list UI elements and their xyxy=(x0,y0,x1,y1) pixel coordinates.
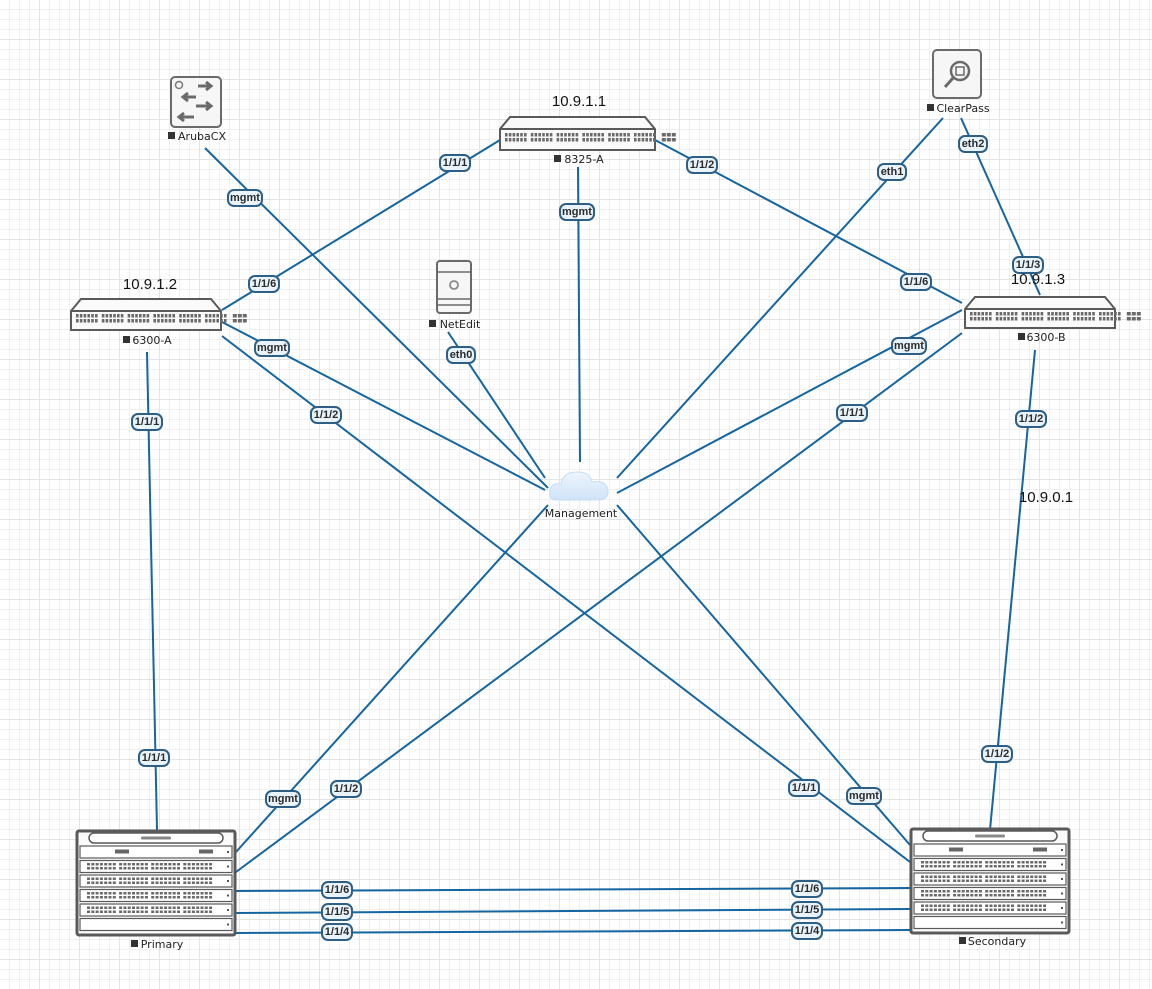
port-badge-label: 1/1/1 xyxy=(142,752,166,764)
node-marker-icon xyxy=(927,104,934,111)
port-badge[interactable]: mgmt xyxy=(559,203,595,221)
port-badge-label: 1/1/5 xyxy=(795,904,819,916)
port-badge[interactable]: mgmt xyxy=(227,189,263,207)
node-ip-label: 10.9.1.2 xyxy=(123,276,177,293)
port-badge-label: 1/1/2 xyxy=(314,409,338,421)
node-label: 6300-A xyxy=(132,334,172,347)
port-badge-label: 1/1/1 xyxy=(135,416,159,428)
node-marker-icon xyxy=(1018,333,1025,340)
node-ip-label: 10.9.1.3 xyxy=(1011,271,1065,288)
port-badge-label: 1/1/4 xyxy=(325,926,350,938)
port-badge[interactable]: 1/1/1 xyxy=(138,749,170,767)
port-badge[interactable]: eth1 xyxy=(877,163,907,181)
port-badge[interactable]: 1/1/3 xyxy=(1012,256,1044,274)
port-badge[interactable]: 1/1/5 xyxy=(791,901,823,919)
chassis-icon xyxy=(909,827,1071,935)
port-badge-label: mgmt xyxy=(894,340,924,352)
switch-icon xyxy=(964,296,1141,329)
node-marker-icon xyxy=(168,132,175,139)
port-badge-label: eth0 xyxy=(450,349,473,361)
node-management[interactable]: Management xyxy=(545,471,618,520)
appliance-icon xyxy=(170,76,222,128)
node-8325a[interactable]: 10.9.1.1 8325-A xyxy=(499,93,676,166)
port-badge-label: mgmt xyxy=(562,206,592,218)
link-arubacx-management[interactable] xyxy=(204,147,549,489)
node-clearpass[interactable]: ClearPass xyxy=(927,49,990,115)
port-badge[interactable]: 1/1/2 xyxy=(310,406,342,424)
node-secondary[interactable]: 10.9.0.1 Secondary xyxy=(909,489,1073,948)
node-marker-icon xyxy=(554,155,561,162)
port-badge-label: 1/1/1 xyxy=(840,407,864,419)
switch-icon xyxy=(499,116,676,151)
node-marker-icon xyxy=(429,320,436,327)
port-badge[interactable]: 1/1/5 xyxy=(321,903,353,921)
node-marker-icon xyxy=(131,940,138,947)
node-label: ClearPass xyxy=(936,102,989,115)
server-icon xyxy=(436,260,472,314)
port-badge[interactable]: 1/1/4 xyxy=(321,923,353,941)
links-layer xyxy=(146,117,1041,934)
node-marker-icon xyxy=(959,937,966,944)
node-label: Management xyxy=(545,507,618,520)
port-badge-label: 1/1/5 xyxy=(325,906,349,918)
port-badge-label: 1/1/6 xyxy=(252,278,276,290)
port-badges: mgmt 1/1/1 1/1/6 1/1/2 1/1/6 mgmt eth1 e… xyxy=(131,135,1047,941)
port-badge-label: 1/1/6 xyxy=(904,276,928,288)
clearpass-icon xyxy=(932,49,982,99)
chassis-icon xyxy=(75,829,237,937)
port-badge[interactable]: 1/1/1 xyxy=(788,779,820,797)
port-badge[interactable]: 1/1/2 xyxy=(686,156,718,174)
node-ip-label: 10.9.1.1 xyxy=(552,93,606,110)
port-badge[interactable]: 1/1/1 xyxy=(439,154,471,172)
port-badge-label: eth2 xyxy=(962,138,985,150)
node-label: Primary xyxy=(141,938,184,951)
port-badge[interactable]: mgmt xyxy=(891,337,927,355)
port-badge[interactable]: eth0 xyxy=(446,346,476,364)
port-badge[interactable]: 1/1/6 xyxy=(900,273,932,291)
port-badge[interactable]: 1/1/6 xyxy=(791,880,823,898)
port-badge-label: 1/1/6 xyxy=(325,884,349,896)
port-badge[interactable]: mgmt xyxy=(254,339,290,357)
port-badge-label: 1/1/4 xyxy=(795,925,820,937)
node-label: ArubaCX xyxy=(178,130,226,143)
node-label: 6300-B xyxy=(1026,331,1065,344)
port-badge-label: 1/1/6 xyxy=(795,883,819,895)
port-badge[interactable]: 1/1/2 xyxy=(981,745,1013,763)
cloud-icon xyxy=(549,471,609,501)
port-badge[interactable]: 1/1/1 xyxy=(131,413,163,431)
port-badge-label: 1/1/1 xyxy=(443,157,467,169)
port-badge-label: 1/1/2 xyxy=(985,748,1009,760)
node-ip-label: 10.9.0.1 xyxy=(1019,489,1073,506)
node-marker-icon xyxy=(123,336,130,343)
port-badge[interactable]: 1/1/2 xyxy=(1015,410,1047,428)
port-badge-label: eth1 xyxy=(881,166,904,178)
node-netedit[interactable]: NetEdit xyxy=(429,260,481,331)
switch-icon xyxy=(70,298,247,331)
port-badge-label: 1/1/2 xyxy=(1019,413,1043,425)
port-badge-label: 1/1/2 xyxy=(334,783,358,795)
node-primary[interactable]: Primary xyxy=(75,829,237,951)
node-label: 8325-A xyxy=(564,153,604,166)
node-6300a[interactable]: 10.9.1.2 6300-A xyxy=(70,276,247,347)
port-badge[interactable]: 1/1/6 xyxy=(248,275,280,293)
port-badge[interactable]: 1/1/4 xyxy=(791,922,823,940)
port-badge[interactable]: eth2 xyxy=(958,135,988,153)
port-badge[interactable]: 1/1/6 xyxy=(321,881,353,899)
port-badge-label: 1/1/3 xyxy=(1016,259,1040,271)
port-badge-label: 1/1/2 xyxy=(690,159,714,171)
port-badge[interactable]: 1/1/2 xyxy=(330,780,362,798)
port-badge-label: 1/1/1 xyxy=(792,782,816,794)
node-label: Secondary xyxy=(968,935,1027,948)
node-label: NetEdit xyxy=(440,318,481,331)
node-6300b[interactable]: 10.9.1.3 6300-B xyxy=(964,271,1141,344)
port-badge[interactable]: mgmt xyxy=(846,787,882,805)
port-badge-label: mgmt xyxy=(230,192,260,204)
node-arubacx[interactable]: ArubaCX xyxy=(168,76,226,143)
port-badge-label: mgmt xyxy=(849,790,879,802)
port-badge[interactable]: mgmt xyxy=(265,790,301,808)
port-badge-label: mgmt xyxy=(257,342,287,354)
port-badge[interactable]: 1/1/1 xyxy=(836,404,868,422)
port-badge-label: mgmt xyxy=(268,793,298,805)
